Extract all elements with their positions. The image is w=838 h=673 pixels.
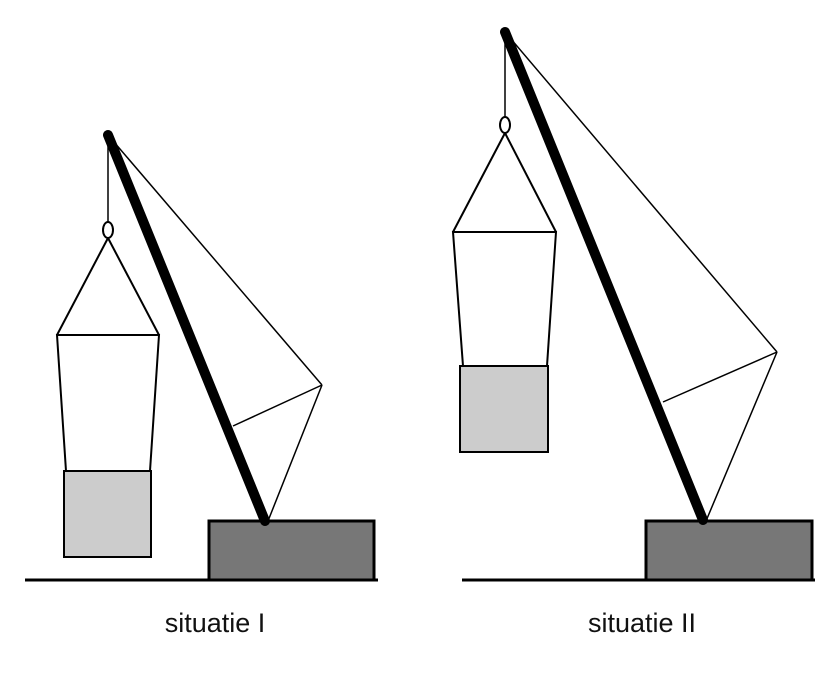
situation-1-drawing [25,130,378,582]
boom-2 [500,27,708,525]
sling-right-1 [107,237,160,336]
bucket-2 [451,231,558,367]
sling-left-1 [56,237,109,336]
boom-1 [103,130,270,526]
hook-ring-2 [499,116,511,134]
load-block-1 [63,470,152,558]
sling-left-2 [452,132,506,233]
support-leg-2 [705,351,778,522]
crane-base-2 [644,519,814,582]
support-strut-2 [662,351,778,403]
support-strut-1 [232,384,323,427]
situation-2-caption: situatie II [587,608,697,638]
load-block-2 [459,365,549,453]
bucket-1 [55,334,161,472]
guy-cable-1 [107,134,323,386]
sling-right-2 [504,132,557,233]
hook-ring-1 [102,221,114,239]
situation-1-caption: situatie I [164,608,266,638]
crane-base-1 [207,519,376,582]
situation-2-drawing [451,27,815,582]
guy-cable-2 [504,31,778,353]
support-leg-1 [267,384,323,522]
